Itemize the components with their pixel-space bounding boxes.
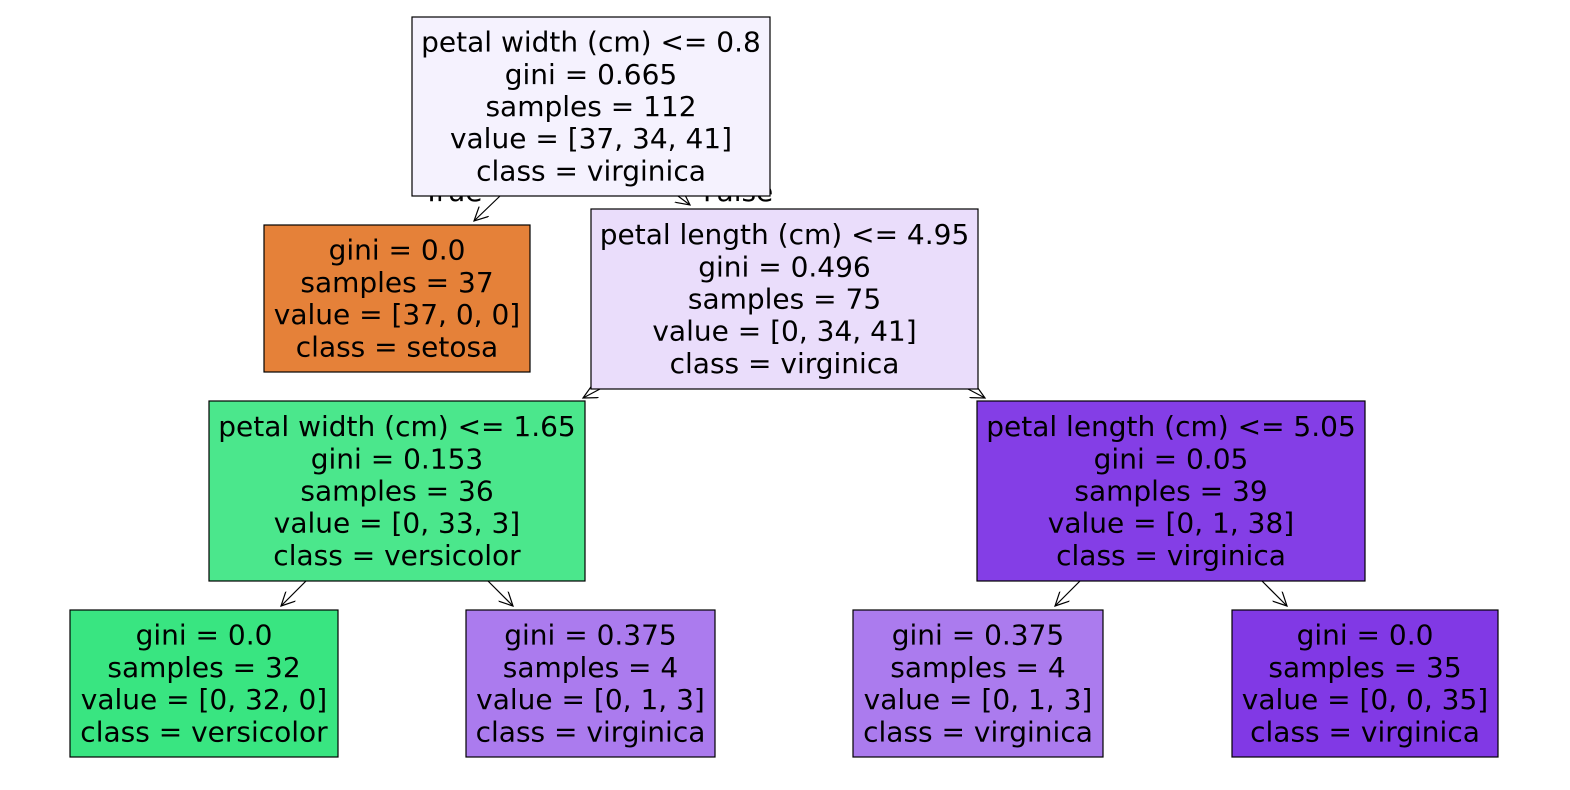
tree-edge (583, 389, 601, 398)
node-text-line: samples = 36 (300, 475, 493, 508)
node-text-line: value = [37, 0, 0] (274, 298, 520, 331)
node-text-line: class = virginica (476, 154, 706, 187)
node-box (263, 224, 531, 373)
node-text-line: class = virginica (670, 347, 900, 380)
node-text-line: gini = 0.0 (136, 619, 273, 652)
node-text-line: value = [0, 0, 35] (1242, 683, 1488, 716)
tree-edge (1055, 580, 1081, 606)
node-text-line: gini = 0.0 (329, 234, 466, 267)
node-text-line: class = virginica (1250, 715, 1480, 748)
node-text-line: gini = 0.05 (1094, 442, 1249, 475)
tree-edge (1261, 580, 1287, 606)
node-text-line: samples = 37 (300, 266, 493, 299)
tree-edge (474, 195, 501, 221)
node-box (976, 400, 1366, 582)
node-box (208, 400, 586, 582)
node-box (852, 609, 1104, 758)
node-text-line: petal length (cm) <= 4.95 (600, 218, 970, 251)
node-text-line: value = [0, 1, 3] (476, 683, 705, 716)
node-text-line: value = [0, 34, 41] (652, 315, 916, 348)
node-text-line: value = [0, 32, 0] (81, 683, 327, 716)
node-text-line: petal width (cm) <= 0.8 (421, 26, 761, 59)
node-text-line: class = setosa (296, 330, 498, 363)
tree-edge (678, 196, 690, 205)
node-text-line: class = virginica (1056, 539, 1286, 572)
node-box (590, 208, 979, 390)
node-text-line: samples = 4 (503, 651, 678, 684)
node-text-line: gini = 0.375 (892, 619, 1065, 652)
node-text-line: value = [0, 1, 3] (864, 683, 1093, 716)
node-text-line: gini = 0.0 (1297, 619, 1434, 652)
node-text-line: value = [0, 33, 3] (274, 507, 520, 540)
node-text-line: samples = 75 (688, 283, 881, 316)
node-text-line: gini = 0.665 (505, 58, 678, 91)
node-text-line: class = versicolor (273, 539, 521, 572)
node-text-line: class = virginica (476, 715, 706, 748)
node-text-line: gini = 0.496 (698, 250, 871, 283)
node-box (411, 16, 771, 197)
node-box (1231, 609, 1499, 758)
node-text-line: value = [0, 1, 38] (1048, 507, 1294, 540)
node-text-line: class = virginica (863, 715, 1093, 748)
node-text-line: samples = 39 (1074, 475, 1267, 508)
node-text-line: value = [37, 34, 41] (450, 122, 732, 155)
node-text-line: gini = 0.375 (504, 619, 677, 652)
node-text-line: samples = 112 (485, 90, 696, 123)
node-text-line: class = versicolor (80, 715, 328, 748)
tree-edge (281, 580, 307, 606)
node-text-line: gini = 0.153 (311, 442, 484, 475)
node-box (465, 609, 716, 758)
node-text-line: samples = 35 (1268, 651, 1461, 684)
node-text-line: samples = 32 (107, 651, 300, 684)
node-text-line: petal width (cm) <= 1.65 (218, 410, 575, 443)
node-text-line: petal length (cm) <= 5.05 (986, 410, 1356, 443)
node-text-line: samples = 4 (890, 651, 1065, 684)
node-box (69, 609, 339, 758)
tree-edge (967, 389, 985, 398)
tree-edge (487, 580, 513, 606)
